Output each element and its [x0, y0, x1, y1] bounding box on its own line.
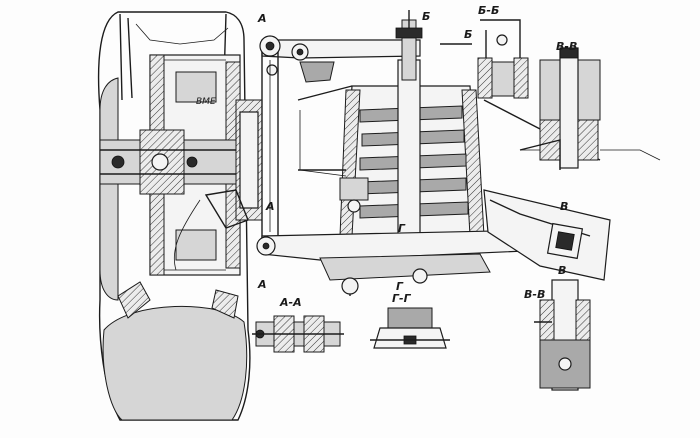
label-a-bottom: А — [257, 278, 267, 291]
section-title-gg: Г-Г — [392, 292, 412, 305]
label-a-mid: А — [265, 200, 275, 213]
section-aa-view — [252, 315, 344, 353]
label-v-top: В — [560, 200, 568, 213]
upper-control-arm — [259, 35, 421, 83]
section-title-bb: Б-Б — [478, 4, 499, 17]
section-title-vv-top: В-В — [556, 40, 577, 53]
lower-control-arm — [256, 229, 549, 296]
section-bb-view — [440, 19, 529, 99]
label-v-bottom: В — [558, 264, 566, 277]
label-a-top: А — [257, 12, 267, 25]
section-gg-view — [370, 307, 450, 349]
hub-label: ВМЕ — [196, 97, 216, 107]
coil-spring-assembly — [297, 10, 601, 241]
crossmember-frame — [483, 149, 661, 281]
label-g: Г — [398, 222, 406, 235]
section-title-aa: А-А — [279, 296, 302, 309]
label-b-right: Б — [464, 28, 472, 41]
label-b-top: Б — [422, 10, 430, 23]
wheel-tire — [97, 11, 251, 421]
section-vv-top-view — [519, 47, 601, 170]
label-g-lower: Г — [396, 280, 404, 293]
section-title-vv-bottom: В-В — [524, 288, 545, 301]
section-vv-bottom-view — [534, 279, 591, 391]
brake-hub-assembly: ВМЕ — [99, 54, 263, 276]
